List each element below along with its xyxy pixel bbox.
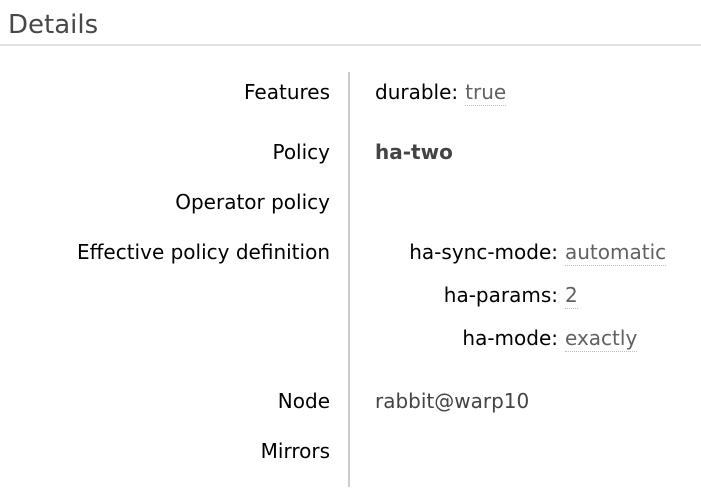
row-label-node: Node (0, 377, 350, 427)
kv-key-ha-mode: ha-mode: (462, 326, 558, 350)
row-label-operator-policy: Operator policy (0, 178, 350, 228)
kv-key-ha-params: ha-params: (443, 283, 558, 307)
kv-value-ha-sync-mode: automatic (565, 240, 667, 266)
details-row-policy: Policy ha-two (0, 128, 701, 178)
kv-value-durable: true (465, 80, 507, 106)
features-kv-table: durable: true (375, 80, 507, 106)
row-label-features: Features (0, 72, 350, 128)
row-label-effective-policy-definition: Effective policy definition (0, 228, 350, 377)
row-value-policy: ha-two (349, 128, 701, 178)
details-table: Features durable: true Policy ha-two Ope… (0, 72, 701, 487)
kv-key-durable: durable: (375, 80, 459, 104)
details-panel: Details Features durable: true Policy ha… (0, 10, 701, 487)
effective-policy-kv-table: ha-sync-mode: automatic ha-params: 2 ha-… (375, 240, 667, 369)
kv-row-ha-params: ha-params: 2 (375, 283, 666, 326)
row-value-mirrors (349, 427, 701, 487)
row-label-policy: Policy (0, 128, 350, 178)
row-value-node: rabbit@warp10 (349, 377, 701, 427)
kv-key-ha-sync-mode: ha-sync-mode: (409, 240, 558, 264)
row-label-mirrors: Mirrors (0, 427, 350, 487)
row-value-effective-policy-definition: ha-sync-mode: automatic ha-params: 2 ha-… (349, 228, 701, 377)
kv-value-ha-mode: exactly (565, 326, 638, 352)
section-title-rule (0, 44, 701, 46)
row-value-features: durable: true (349, 72, 701, 128)
details-row-mirrors: Mirrors (0, 427, 701, 487)
details-row-features: Features durable: true (0, 72, 701, 128)
kv-row-durable: durable: true (375, 80, 507, 106)
details-row-node: Node rabbit@warp10 (0, 377, 701, 427)
policy-name: ha-two (375, 140, 453, 164)
kv-row-ha-mode: ha-mode: exactly (375, 326, 666, 369)
kv-row-ha-sync-mode: ha-sync-mode: automatic (375, 240, 667, 283)
node-name: rabbit@warp10 (375, 389, 530, 413)
section-title: Details (8, 10, 99, 40)
kv-value-ha-params: 2 (565, 283, 578, 309)
details-row-operator-policy: Operator policy (0, 178, 701, 228)
details-row-effective-policy-definition: Effective policy definition ha-sync-mode… (0, 228, 701, 377)
row-value-operator-policy (349, 178, 701, 228)
